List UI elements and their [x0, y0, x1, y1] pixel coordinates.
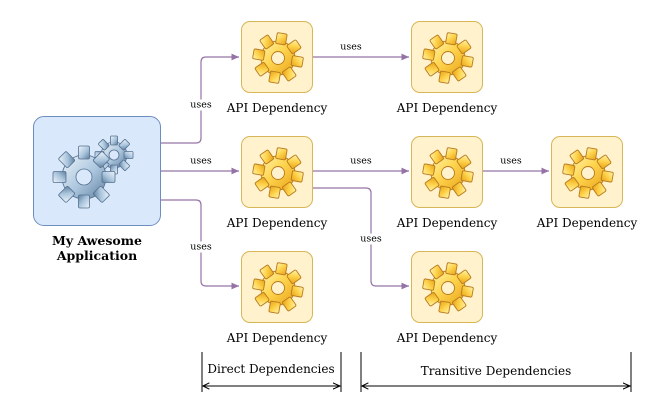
dependency-node-t1[interactable]: [411, 21, 483, 93]
dependency-label-d3: API Dependency: [226, 331, 328, 345]
dependency-label-t2: API Dependency: [396, 216, 498, 230]
dependency-label-t1: API Dependency: [396, 101, 498, 115]
dependency-label-d2: API Dependency: [226, 216, 328, 230]
gears-icon: [52, 135, 134, 209]
app-node[interactable]: [33, 116, 161, 226]
edge-label-app-d1: uses: [189, 99, 213, 111]
edge-label-app-d2: uses: [189, 155, 213, 167]
dependency-node-d1[interactable]: [241, 21, 313, 93]
direct-dependencies-label: Direct Dependencies: [205, 362, 337, 376]
app-label-line2: Application: [56, 248, 138, 263]
edge-label-t2-t3: uses: [499, 155, 523, 167]
dependency-node-d3[interactable]: [241, 251, 313, 323]
dependency-node-d2[interactable]: [241, 136, 313, 208]
gear-icon: [252, 262, 304, 314]
edge-label-d2-t2: uses: [349, 155, 373, 167]
dependency-label-t4: API Dependency: [396, 331, 498, 345]
transitive-dependencies-label: Transitive Dependencies: [418, 364, 574, 378]
gear-icon: [422, 147, 474, 199]
gear-icon: [252, 32, 304, 84]
dependency-label-t3: API Dependency: [536, 216, 638, 230]
gear-icon: [422, 262, 474, 314]
gear-icon: [562, 147, 614, 199]
gear-icon: [252, 147, 304, 199]
app-label-line1: My Awesome: [52, 233, 142, 248]
edge-label-app-d3: uses: [189, 241, 213, 253]
dependency-node-t2[interactable]: [411, 136, 483, 208]
dependency-label-d1: API Dependency: [226, 101, 328, 115]
app-label: My Awesome Application: [22, 233, 172, 263]
edge-label-d2-t4: uses: [359, 233, 383, 245]
gear-icon: [422, 32, 474, 84]
dependency-node-t4[interactable]: [411, 251, 483, 323]
dependency-node-t3[interactable]: [551, 136, 623, 208]
edge-label-d1-t1: uses: [339, 41, 363, 53]
